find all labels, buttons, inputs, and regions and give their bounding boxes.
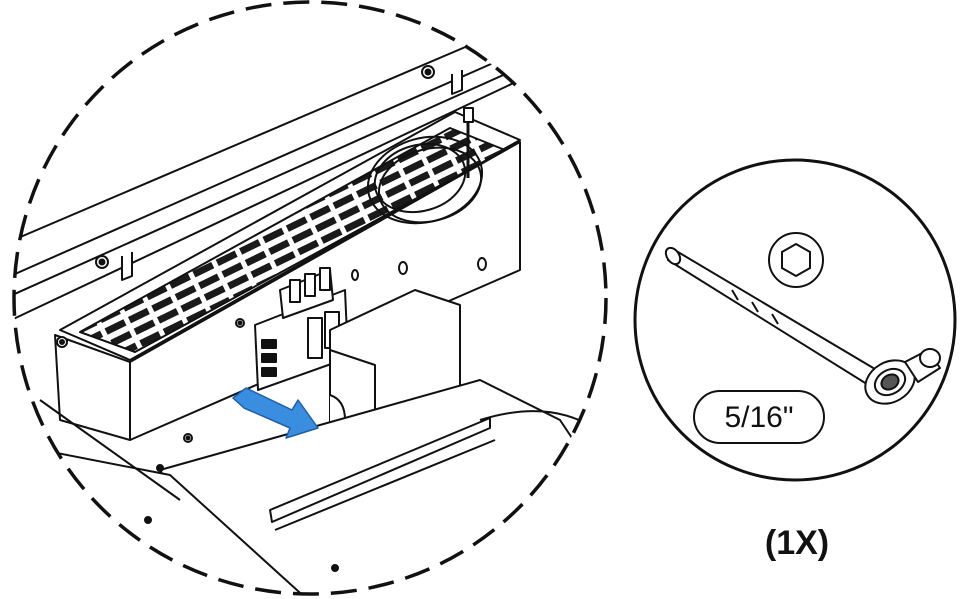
socket-wrench-icon <box>664 246 941 405</box>
size-label-text: 5/16" <box>724 401 793 434</box>
hex-head-icon <box>768 232 824 288</box>
detail-view-icon <box>12 0 608 596</box>
size-label: 5/16" <box>693 390 825 444</box>
tool-callout: 5/16" <box>633 158 957 482</box>
terminal-block <box>235 267 349 391</box>
coiled-cable <box>366 107 484 225</box>
detail-circle-border <box>12 0 608 596</box>
direction-arrow-icon <box>232 387 319 439</box>
quantity-label: (1X) <box>765 524 829 562</box>
rail-screws <box>95 65 435 269</box>
